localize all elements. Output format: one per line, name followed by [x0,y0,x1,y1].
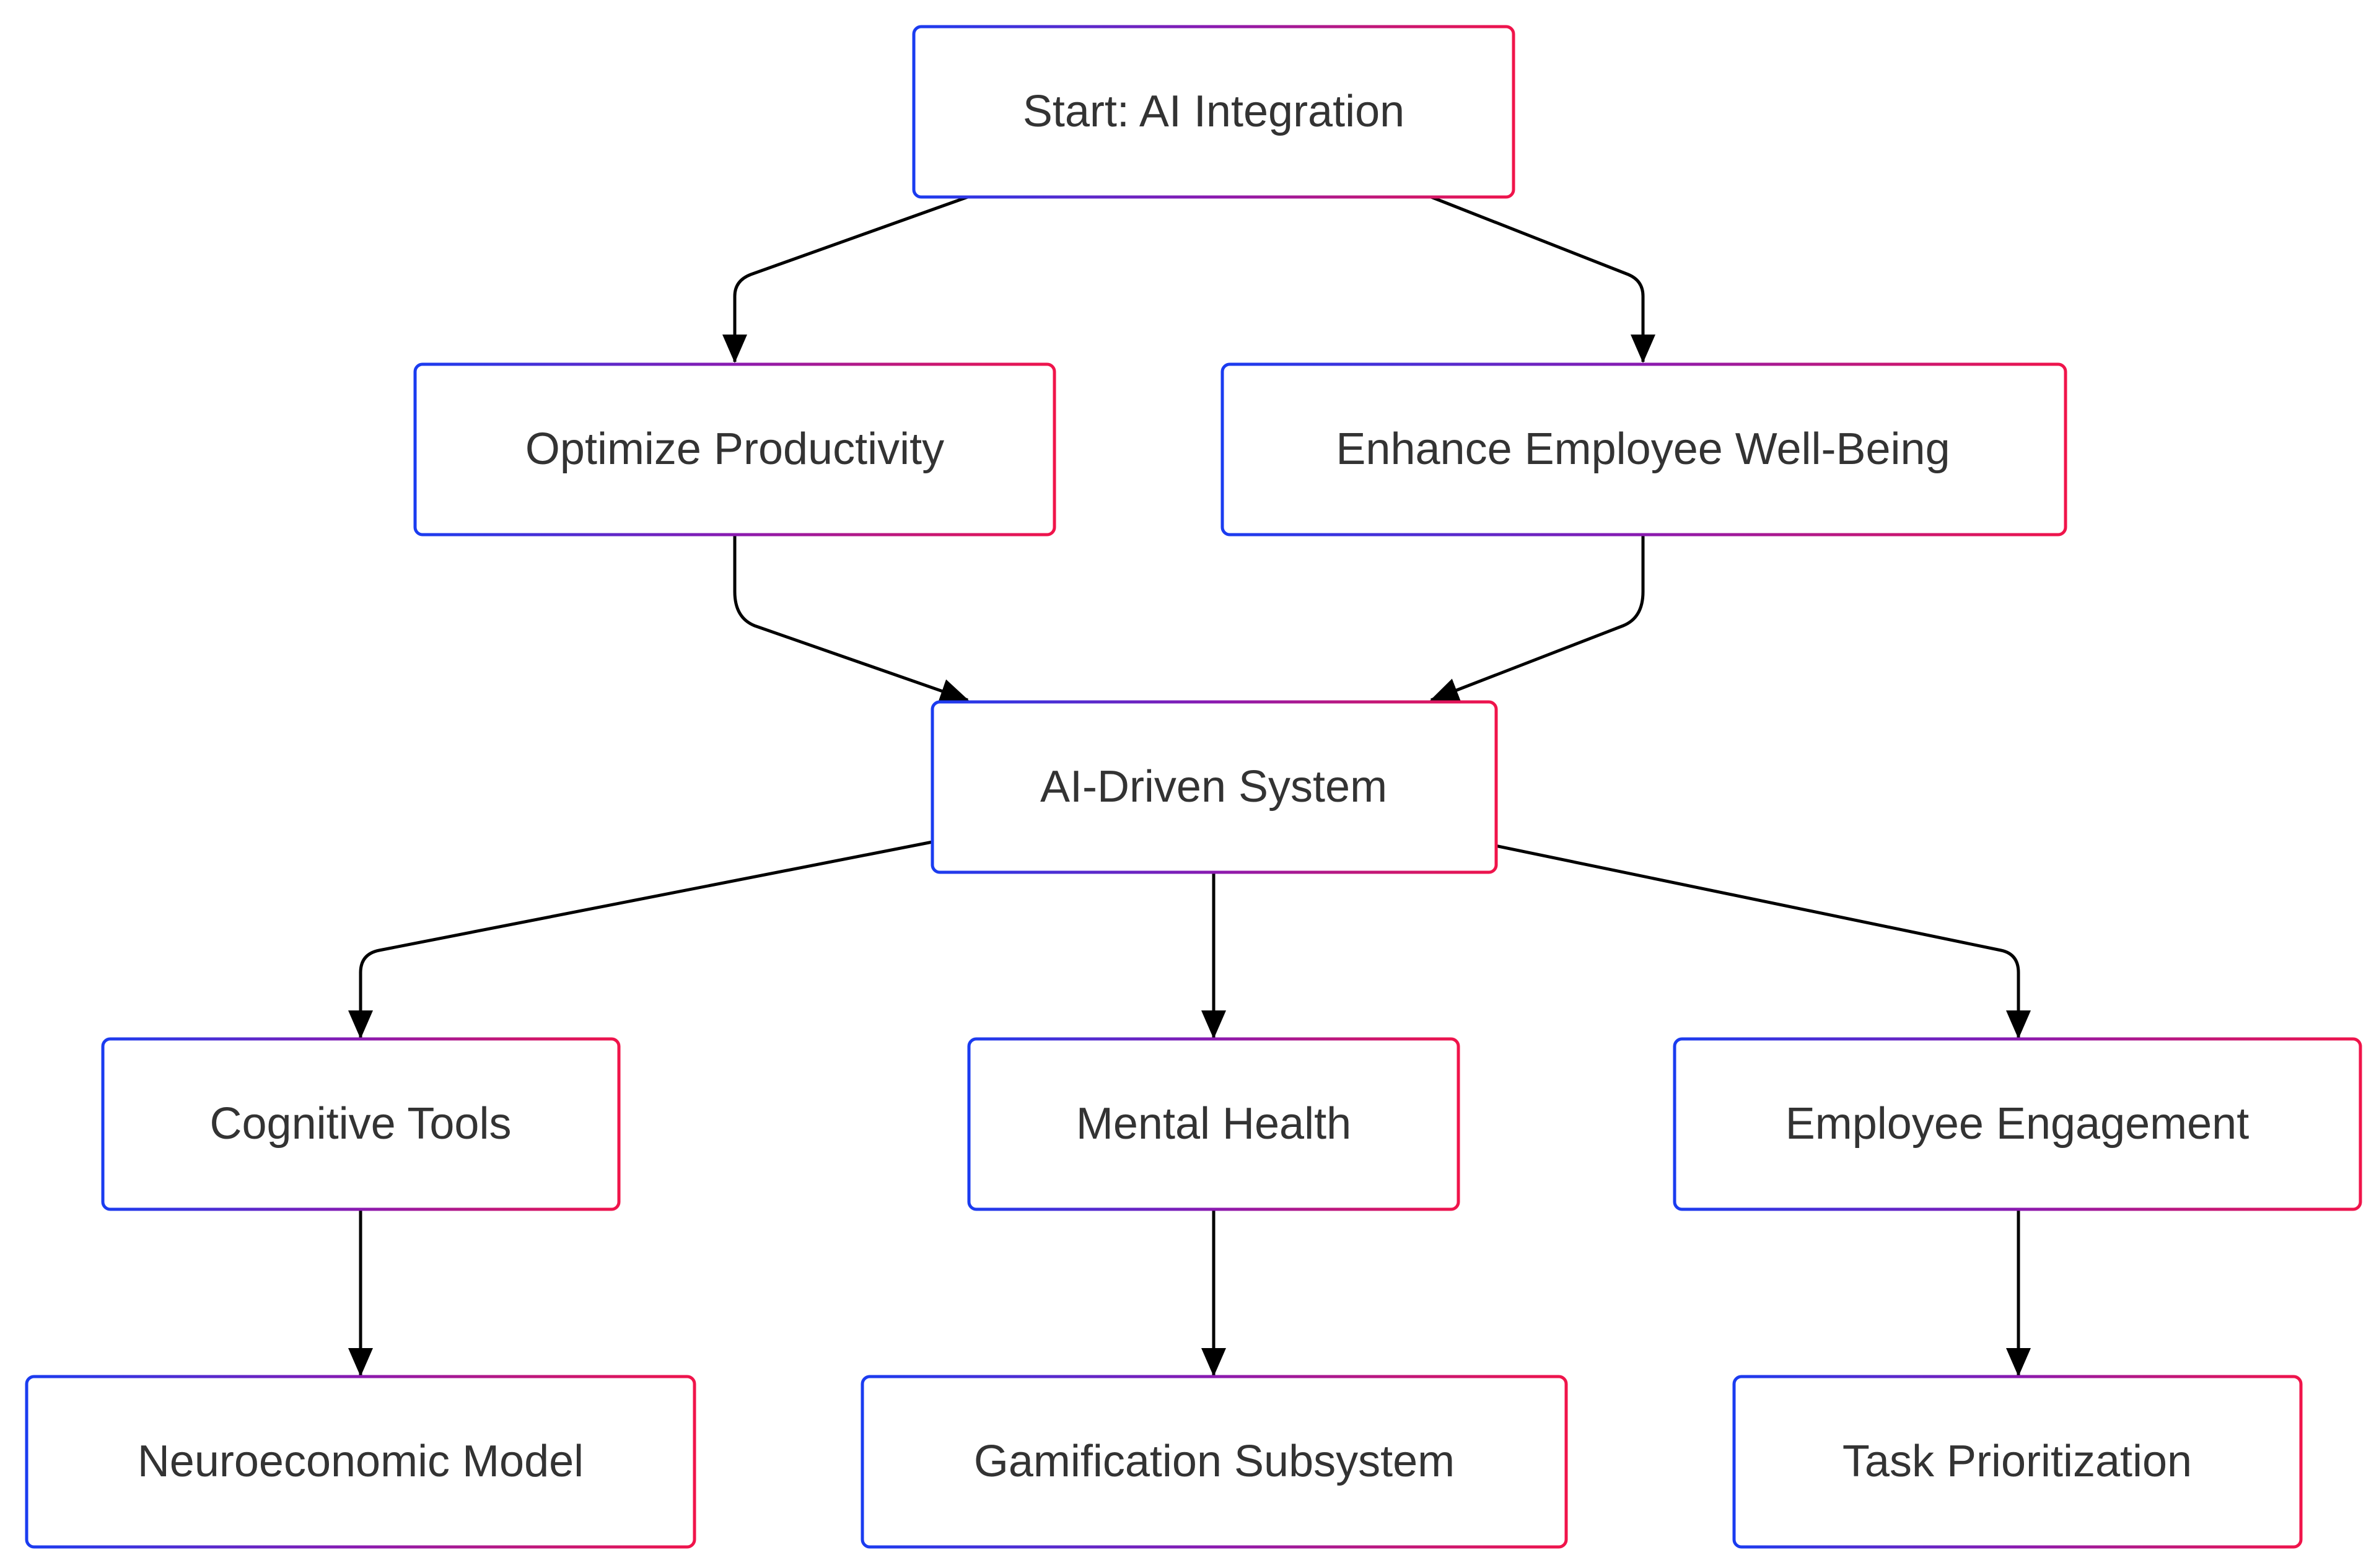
edges [348,195,2031,1377]
node-start[interactable]: Start: AI Integration [912,25,1515,199]
node-wellbeing[interactable]: Enhance Employee Well-Being [1220,362,2067,537]
node-system-label: AI-Driven System [1040,762,1387,812]
node-wellbeing-label: Enhance Employee Well-Being [1336,424,1950,474]
edge-start-to-productivity [722,195,968,363]
node-engagement-label: Employee Engagement [1785,1099,2249,1149]
edge-productivity-to-system [733,535,969,703]
edge-system-to-engagement [1494,844,2031,1039]
node-neuro-label: Neuroeconomic Model [138,1437,584,1486]
node-system[interactable]: AI-Driven System [931,700,1498,874]
edge-wellbeing-to-system [1430,535,1645,702]
edge-system-to-cognitive [348,840,933,1039]
node-cognitive-label: Cognitive Tools [210,1099,512,1149]
node-neuro[interactable]: Neuroeconomic Model [25,1375,696,1549]
node-engagement[interactable]: Employee Engagement [1673,1037,2362,1211]
node-mental[interactable]: Mental Health [967,1037,1460,1211]
node-task-label: Task Prioritization [1842,1437,2192,1486]
node-productivity[interactable]: Optimize Productivity [413,362,1056,537]
node-productivity-label: Optimize Productivity [525,424,944,474]
node-start-label: Start: AI Integration [1023,87,1404,136]
node-gamification-label: Gamification Subsystem [974,1437,1455,1486]
node-task[interactable]: Task Prioritization [1732,1375,2303,1549]
edge-start-to-wellbeing [1430,195,1655,363]
node-gamification[interactable]: Gamification Subsystem [861,1375,1568,1549]
node-mental-label: Mental Health [1076,1099,1351,1149]
node-cognitive[interactable]: Cognitive Tools [101,1037,621,1211]
